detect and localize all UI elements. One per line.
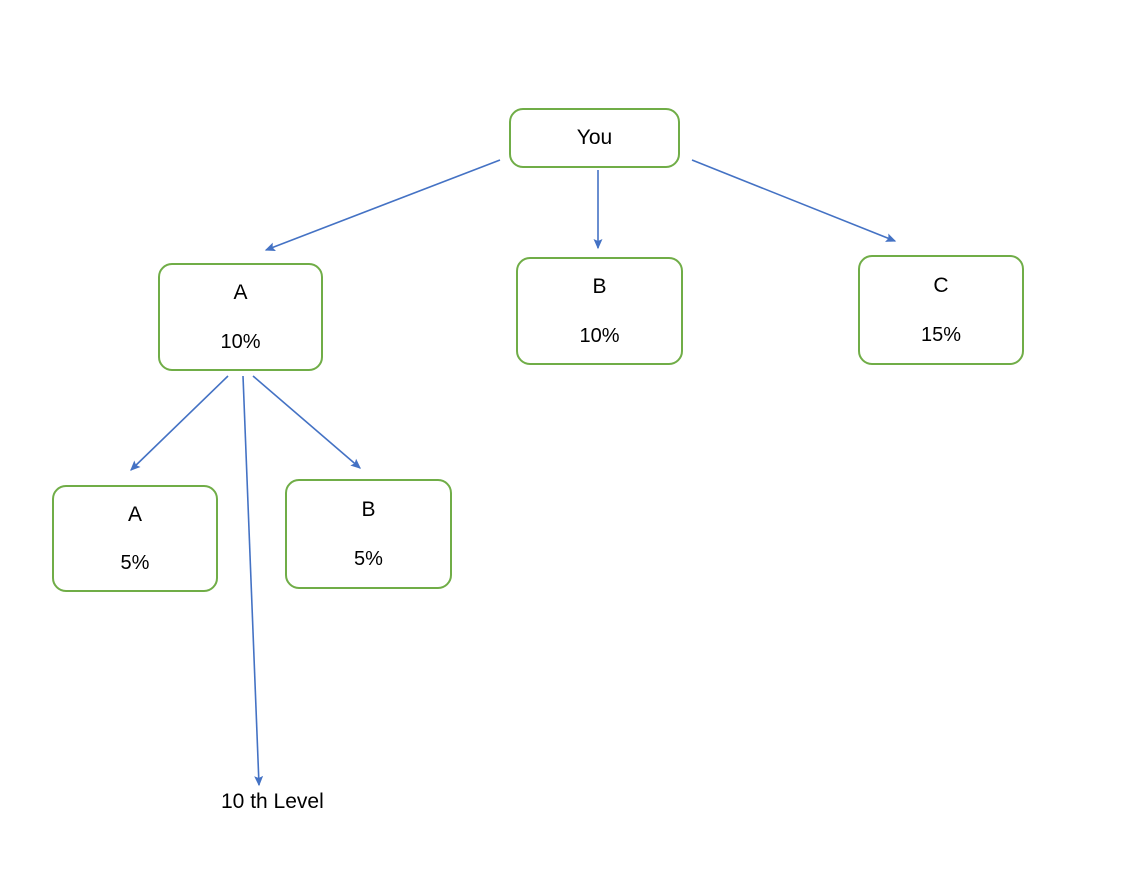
node-level1-c-value: 15% [920, 323, 962, 346]
node-level2-a[interactable]: A 5% [52, 485, 218, 592]
node-level2-b-label: B [361, 498, 376, 522]
node-you-label: You [576, 126, 613, 150]
node-level2-b-value: 5% [354, 547, 383, 570]
node-level1-b-label: B [592, 275, 607, 299]
edge-l1a-to-l2b [252, 375, 361, 469]
edge-l1a-to-l2a [130, 375, 229, 471]
node-level1-a-value: 10% [220, 330, 261, 353]
node-level2-b[interactable]: B 5% [285, 479, 452, 589]
node-level1-c[interactable]: C 15% [858, 255, 1024, 365]
node-level1-b-value: 10% [579, 324, 620, 347]
node-level1-a[interactable]: A 10% [158, 263, 323, 371]
edge-you-to-l1a [264, 159, 501, 251]
node-level1-a-label: A [233, 281, 248, 305]
node-you[interactable]: You [509, 108, 680, 168]
edge-l1a-to-tenth [242, 375, 264, 787]
node-level1-c-label: C [933, 274, 949, 298]
edge-you-to-l1c [691, 159, 897, 242]
node-level2-a-value: 5% [120, 552, 150, 575]
node-level1-b[interactable]: B 10% [516, 257, 683, 365]
label-tenth-level: 10 th Level [221, 790, 324, 813]
node-level2-a-label: A [127, 502, 142, 526]
